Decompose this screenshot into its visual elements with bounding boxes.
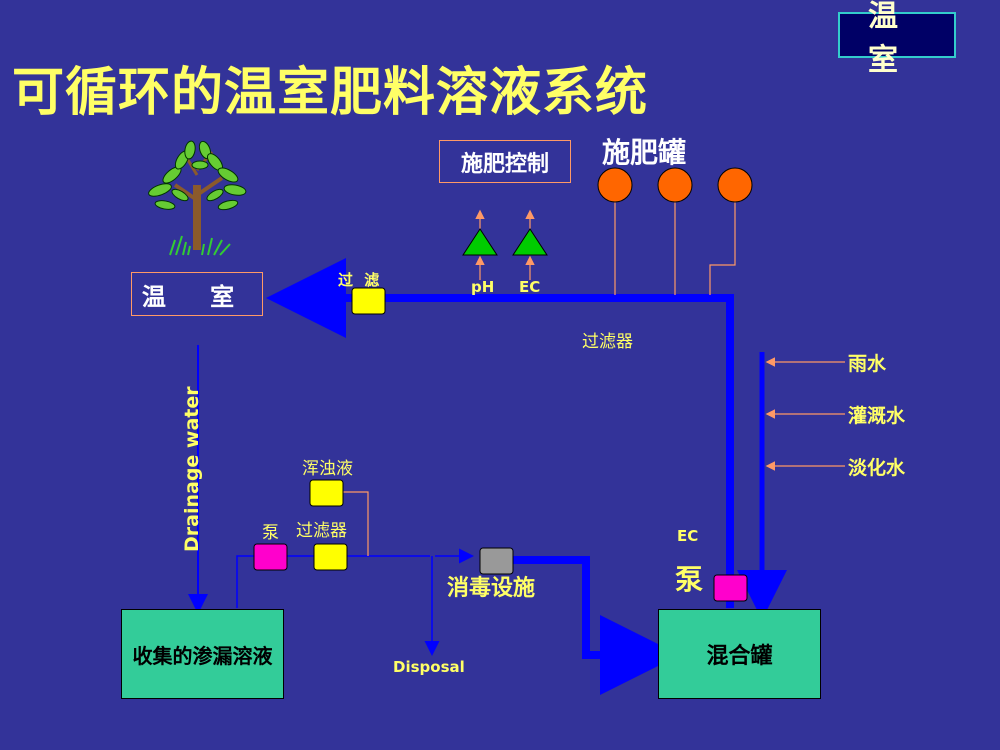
ec-top-label: EC [519, 278, 541, 296]
fertilizer-control-label: 施肥控制 [439, 140, 571, 183]
fertilizer-tank-3 [717, 167, 753, 203]
corner-badge: 温 室 [838, 0, 956, 78]
disinfection-pipe [512, 556, 680, 695]
desalinated-label: 淡化水 [848, 457, 906, 479]
ph-sensor-icon [462, 209, 498, 280]
turbid-box [309, 479, 344, 507]
disinfection-label: 消毒设施 [447, 575, 536, 601]
collection-tank: 收集的渗漏溶液 [121, 609, 284, 699]
page-title: 可循环的温室肥料溶液系统 [12, 63, 649, 123]
filter-top-label: 过 滤 [338, 271, 383, 289]
fertilizer-lines [614, 200, 736, 295]
mixing-tank: 混合罐 [658, 609, 821, 699]
filter-box-top [351, 287, 386, 315]
filter-right-label: 过滤器 [582, 332, 633, 352]
ec-sensor-icon [512, 209, 548, 280]
filter-bottom-label: 过滤器 [296, 521, 347, 541]
fertilizer-tanks [597, 167, 753, 203]
fertilizer-tank-2 [657, 167, 693, 203]
recovery-line [236, 555, 430, 608]
pump-box-left [253, 543, 288, 571]
rain-label: 雨水 [848, 353, 887, 375]
greenhouse-label: 温 室 [131, 272, 263, 316]
disposal-label: Disposal [393, 658, 465, 676]
water-input-lines [765, 357, 845, 471]
pump-left-label: 泵 [262, 523, 279, 543]
turbid-line [343, 491, 369, 556]
fertilizer-tanks-label: 施肥罐 [602, 136, 687, 169]
fertilizer-tank-1 [597, 167, 633, 203]
ec-bottom-label: EC [677, 527, 699, 545]
disinfection-box [479, 547, 514, 575]
drainage-label: Drainage water [181, 386, 203, 552]
pump-box-right [713, 574, 748, 602]
irrigation-label: 灌溉水 [848, 405, 906, 427]
turbid-label: 浑浊液 [302, 459, 353, 479]
filter-box-bottom [313, 543, 348, 571]
pump-right-label: 泵 [675, 563, 704, 596]
ph-label: pH [471, 278, 495, 296]
tree-icon [148, 140, 247, 256]
